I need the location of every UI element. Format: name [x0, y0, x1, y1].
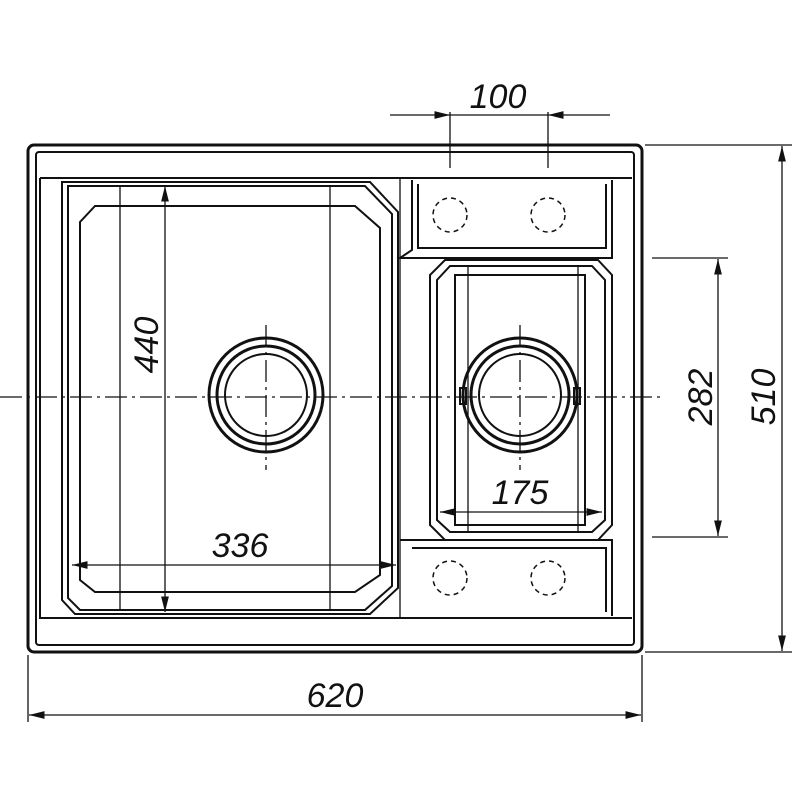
dimension-label: 175: [492, 474, 549, 512]
tap-hole-icon: [530, 560, 566, 596]
dimension-label: 620: [307, 677, 364, 715]
dimension-label: 510: [745, 369, 783, 426]
small-bowl-drain: [459, 325, 581, 470]
tap-hole-icon: [530, 197, 566, 233]
dimension-small-bowl-depth: 282: [652, 257, 728, 538]
dimension-large-bowl-width: 336: [72, 527, 396, 569]
dimension-small-bowl-width: 175: [440, 474, 602, 516]
tap-hole-icon: [432, 560, 468, 596]
dimension-label: 100: [470, 78, 527, 116]
dimension-large-bowl-depth: 440: [128, 186, 169, 612]
dimension-tap-spacing: 100: [390, 78, 610, 168]
large-bowl: [61, 181, 399, 615]
lower-tap-shelf: [400, 539, 613, 616]
dimension-label: 282: [682, 369, 720, 427]
dimension-label: 336: [212, 527, 269, 565]
upper-tap-shelf: [396, 180, 613, 259]
tap-hole-icon: [432, 197, 468, 233]
dimension-overall-depth: 510: [645, 144, 792, 653]
dimension-overall-width: 620: [27, 655, 643, 722]
dimension-label: 440: [128, 317, 166, 374]
sink-outline: [26, 143, 644, 654]
